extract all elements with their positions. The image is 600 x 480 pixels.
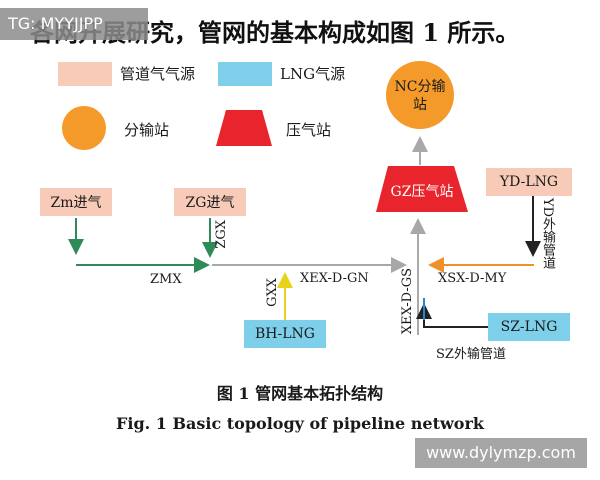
- yd-pipe-label: YD外输管道: [540, 198, 555, 270]
- legend-compressor-station-swatch: [216, 110, 272, 146]
- legend-pipeline-gas-label: 管道气气源: [120, 65, 196, 83]
- legend-compressor-station-label: 压气站: [286, 121, 332, 139]
- sz-lng-node: SZ-LNG: [488, 313, 570, 341]
- watermark-bottom: www.dylymzp.com: [415, 438, 587, 468]
- sz-pipe-label: SZ外输管道: [436, 347, 506, 362]
- caption-english: Fig. 1 Basic topology of pipeline networ…: [116, 414, 484, 433]
- watermark-top: TG: MYYJJPP: [0, 8, 148, 40]
- legend-lng-label: LNG气源: [280, 65, 346, 83]
- caption-chinese: 图 1 管网基本拓扑结构: [216, 384, 384, 403]
- bh-lng-node: BH-LNG: [244, 320, 326, 348]
- yd-lng-node: YD-LNG: [486, 168, 572, 196]
- xex-d-gn-label: XEX-D-GN: [300, 271, 369, 286]
- legend-distribution-station-swatch: [62, 106, 106, 150]
- zgx-label: ZGX: [214, 220, 229, 249]
- gz-compressor-shape: [376, 166, 468, 212]
- gz-station-label: GZ压气站: [390, 184, 454, 200]
- zm-source-node: Zm进气: [40, 188, 112, 216]
- zmx-label: ZMX: [150, 272, 182, 287]
- sz-pipe-line: [416, 303, 488, 328]
- nc-station-label: NC分输站: [394, 79, 446, 113]
- xsx-d-my-label: XSX-D-MY: [438, 271, 507, 286]
- zg-source-node: ZG进气: [174, 188, 246, 216]
- legend-pipeline-gas-swatch: [58, 62, 112, 86]
- legend-distribution-station-label: 分输站: [124, 121, 170, 139]
- nc-station-circle: [386, 61, 454, 129]
- xex-d-gs-label: XEX-D-GS: [400, 268, 415, 335]
- legend-lng-swatch: [218, 62, 272, 86]
- gxx-label: GXX: [265, 278, 280, 307]
